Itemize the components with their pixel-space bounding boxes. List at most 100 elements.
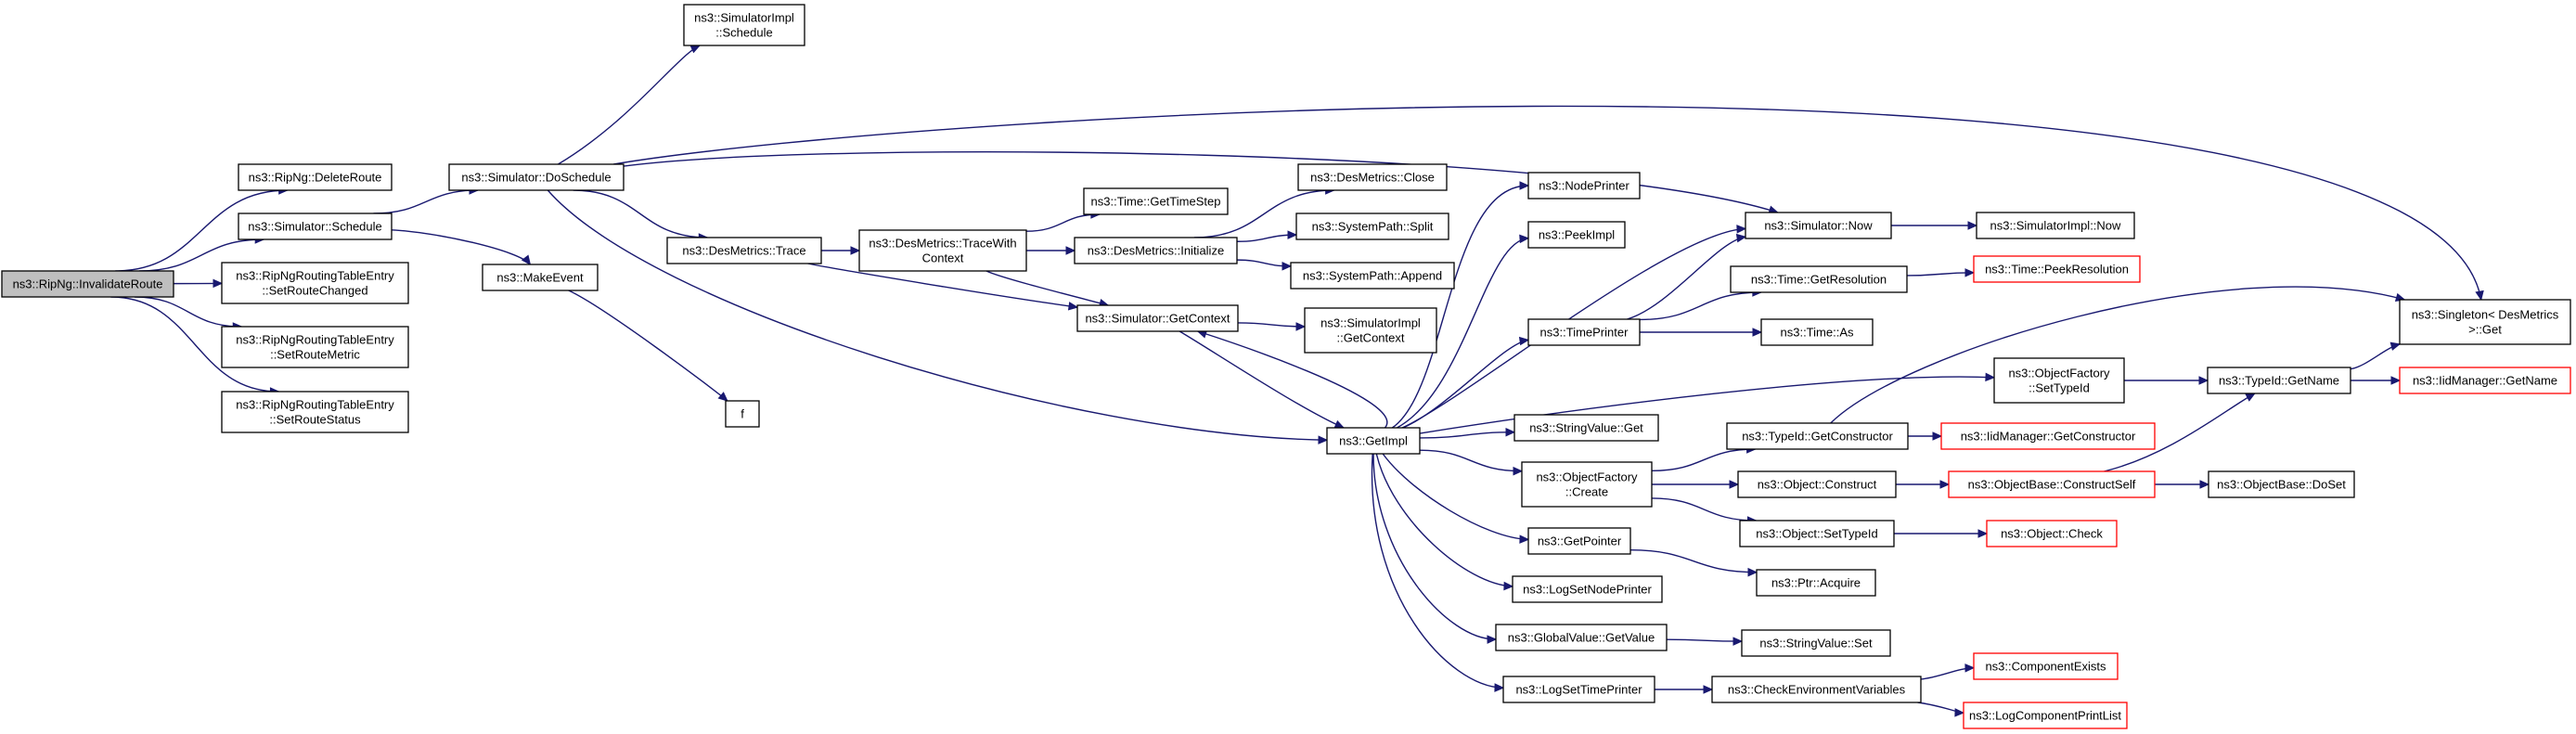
function-node-getImpl[interactable]: ns3::GetImpl — [1326, 427, 1421, 455]
function-node-simNow[interactable]: ns3::Simulator::Now — [1745, 212, 1892, 239]
call-edge — [1629, 549, 1758, 577]
function-node-gvGetValue[interactable]: ns3::GlobalValue::GetValue — [1495, 624, 1668, 651]
call-edge — [1375, 453, 1514, 591]
node-label: ns3::Object::Check — [2001, 527, 2103, 541]
node-box — [1, 270, 174, 298]
function-node-stringValueGet[interactable]: ns3::StringValue::Get — [1513, 414, 1659, 442]
function-node-setRouteStatus[interactable]: ns3::RipNgRoutingTableEntry::SetRouteSta… — [221, 391, 409, 433]
function-node-logComponentPrintList[interactable]: ns3::LogComponentPrintList — [1963, 702, 2128, 729]
function-node-makeEvent[interactable]: ns3::MakeEvent — [482, 264, 599, 291]
function-node-ptrAcquire[interactable]: ns3::Ptr::Acquire — [1756, 569, 1876, 597]
edge-line — [985, 270, 1109, 306]
function-node-ofCreate[interactable]: ns3::ObjectFactory::Create — [1521, 461, 1653, 508]
function-node-getTimeStep[interactable]: ns3::Time::GetTimeStep — [1083, 187, 1229, 215]
function-node-root[interactable]: ns3::RipNg::InvalidateRoute — [1, 270, 174, 298]
function-node-doSchedule[interactable]: ns3::Simulator::DoSchedule — [448, 163, 625, 191]
edge-line — [1179, 330, 1345, 429]
function-node-pathSplit[interactable]: ns3::SystemPath::Split — [1295, 212, 1449, 240]
function-node-objectConstruct[interactable]: ns3::Object::Construct — [1737, 470, 1897, 498]
node-label: ns3::SimulatorImpl — [694, 11, 794, 25]
function-node-implNow[interactable]: ns3::SimulatorImpl::Now — [1976, 212, 2135, 239]
function-node-desTrace[interactable]: ns3::DesMetrics::Trace — [666, 237, 822, 264]
edge-line — [1025, 213, 1100, 232]
function-node-timeAs[interactable]: ns3::Time::As — [1760, 318, 1874, 346]
call-edge — [2350, 341, 2402, 370]
function-node-timePeekResolution[interactable]: ns3::Time::PeekResolution — [1973, 255, 2141, 283]
edge-line — [613, 105, 2482, 301]
edge-line — [547, 189, 1328, 441]
function-node-doSet[interactable]: ns3::ObjectBase::DoSet — [2208, 470, 2355, 498]
function-node-checkEnv[interactable]: ns3::CheckEnvironmentVariables — [1711, 676, 1922, 703]
function-node-f[interactable]: f — [725, 400, 760, 428]
node-label: ns3::Simulator::DoSchedule — [461, 171, 611, 185]
function-node-simSchedule[interactable]: ns3::Simulator::Schedule — [238, 212, 393, 240]
function-node-logSetNodePrinter[interactable]: ns3::LogSetNodePrinter — [1512, 575, 1663, 603]
edge-line — [115, 189, 288, 272]
function-node-constructSelf[interactable]: ns3::ObjectBase::ConstructSelf — [1948, 470, 2156, 498]
call-edge — [573, 189, 709, 242]
edge-line — [1639, 291, 1761, 321]
function-node-timePrinter[interactable]: ns3::TimePrinter — [1527, 318, 1641, 346]
edge-line — [568, 290, 728, 402]
edge-arrowhead — [1333, 419, 1346, 429]
edge-arrowhead — [1932, 431, 1943, 441]
node-label: ns3::CheckEnvironmentVariables — [1728, 683, 1906, 697]
function-node-implSchedule[interactable]: ns3::SimulatorImpl::Schedule — [683, 4, 805, 46]
node-label: ns3::RipNgRoutingTableEntry — [236, 269, 394, 283]
function-node-logSetTimePrinter[interactable]: ns3::LogSetTimePrinter — [1502, 676, 1655, 703]
edge-line — [558, 45, 701, 165]
call-edge — [1652, 480, 1740, 489]
function-node-singletonGet[interactable]: ns3::Singleton< DesMetrics>::Get — [2399, 299, 2571, 345]
edge-line — [1627, 236, 1746, 320]
function-node-timeGetResolution[interactable]: ns3::Time::GetResolution — [1730, 265, 1908, 293]
node-box — [1076, 304, 1239, 332]
edge-arrowhead — [1505, 427, 1516, 437]
node-box — [1741, 629, 1891, 657]
edge-line — [1419, 431, 1515, 439]
node-label: >::Get — [2468, 323, 2502, 337]
node-label: ns3::RipNg::DeleteRoute — [249, 171, 382, 185]
function-node-iidGetName[interactable]: ns3::IidManager::GetName — [2399, 367, 2571, 394]
edge-line — [373, 189, 479, 214]
call-edge — [1236, 259, 1293, 271]
node-box — [1083, 187, 1229, 215]
call-edge — [2351, 376, 2402, 385]
function-node-typeIdGetConstructor[interactable]: ns3::TypeId::GetConstructor — [1726, 422, 1909, 450]
node-label: ns3::NodePrinter — [1539, 179, 1629, 193]
function-node-objectSetTypeId[interactable]: ns3::Object::SetTypeId — [1739, 520, 1895, 547]
function-node-iidGetConstructor[interactable]: ns3::IidManager::GetConstructor — [1940, 422, 2156, 450]
node-box — [1760, 318, 1874, 346]
node-box — [1290, 262, 1455, 290]
edge-arrowhead — [1703, 685, 1714, 694]
call-edge — [613, 105, 2484, 302]
function-node-ofSetTypeId[interactable]: ns3::ObjectFactory::SetTypeId — [1993, 357, 2125, 404]
function-node-pathAppend[interactable]: ns3::SystemPath::Append — [1290, 262, 1455, 290]
call-edge — [391, 229, 532, 265]
node-label: ::SetRouteChanged — [262, 284, 367, 298]
function-node-componentExists[interactable]: ns3::ComponentExists — [1973, 652, 2119, 680]
function-node-typeIdGetName[interactable]: ns3::TypeId::GetName — [2207, 367, 2351, 394]
function-node-desClose[interactable]: ns3::DesMetrics::Close — [1297, 163, 1448, 191]
edge-arrowhead — [213, 278, 224, 289]
edge-arrowhead — [1985, 372, 1996, 382]
call-edge — [1896, 480, 1951, 489]
function-node-stringValueSet[interactable]: ns3::StringValue::Set — [1741, 629, 1891, 657]
call-edge — [1906, 268, 1976, 277]
node-label: Context — [922, 251, 964, 265]
node-box — [1326, 427, 1421, 455]
function-node-implGetContext[interactable]: ns3::SimulatorImpl::GetContext — [1304, 307, 1437, 354]
function-node-setRouteChanged[interactable]: ns3::RipNgRoutingTableEntry::SetRouteCha… — [221, 262, 409, 304]
function-node-getPointer[interactable]: ns3::GetPointer — [1527, 527, 1631, 555]
function-node-peekImpl[interactable]: ns3::PeekImpl — [1527, 221, 1626, 249]
function-node-nodePrinter[interactable]: ns3::NodePrinter — [1527, 172, 1641, 200]
function-node-setRouteMetric[interactable]: ns3::RipNgRoutingTableEntry::SetRouteMet… — [221, 326, 409, 368]
edge-arrowhead — [1487, 635, 1498, 644]
function-node-desInitialize[interactable]: ns3::DesMetrics::Initialize — [1074, 237, 1238, 264]
node-box — [1295, 212, 1449, 240]
function-node-deleteRoute[interactable]: ns3::RipNg::DeleteRoute — [238, 163, 393, 191]
function-node-getContext[interactable]: ns3::Simulator::GetContext — [1076, 304, 1239, 332]
call-edge — [1908, 431, 1943, 441]
node-box — [1512, 575, 1663, 603]
function-node-objectCheck[interactable]: ns3::Object::Check — [1986, 520, 2118, 547]
